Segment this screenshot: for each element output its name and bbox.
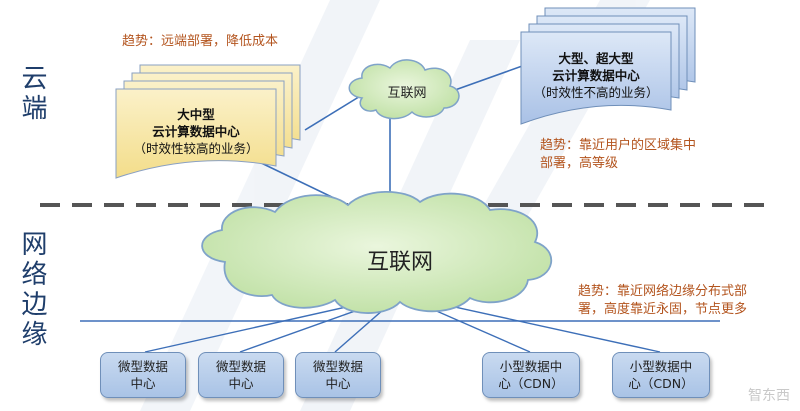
box-2-line1: 微型数据 (215, 359, 266, 374)
datacenter-right-line1: 大型、超大型 (558, 51, 634, 66)
datacenter-left-line2: 云计算数据中心 (152, 124, 240, 139)
datacenter-right-text: 大型、超大型 云计算数据中心 （时效性不高的业务） (521, 50, 671, 101)
trend-right-bottom-line2: 署，高度靠近永固，节点更多 (578, 302, 748, 317)
datacenter-right-line3: （时效性不高的业务） (533, 85, 659, 100)
small-datacenter-cdn-box-2: 小型数据中 心（CDN） (612, 352, 710, 398)
datacenter-left-line1: 大中型 (177, 107, 215, 122)
datacenter-doc-right (520, 7, 696, 125)
internet-small-label: 互联网 (387, 86, 427, 101)
trend-right-top-line1: 趋势：靠近用户的区域集中 (540, 138, 697, 153)
side-label-edge-text: 网络边缘 (17, 230, 47, 350)
box-2-line2: 中心 (228, 376, 254, 391)
micro-datacenter-box-1: 微型数据 中心 (100, 352, 186, 398)
trend-right-bottom-line1: 趋势：靠近网络边缘分布式部 (578, 284, 748, 299)
trend-right-top-line2: 部署，高等级 (540, 156, 619, 171)
box-1-line1: 微型数据 (117, 359, 168, 374)
box-3-line2: 中心 (325, 376, 351, 391)
box-5-line1: 小型数据中 (629, 359, 693, 374)
trend-right-top: 趋势：靠近用户的区域集中 部署，高等级 (540, 137, 696, 173)
trend-top: 趋势：远端部署，降低成本 (122, 34, 279, 49)
internet-cloud-large (201, 190, 553, 314)
box-1-line2: 中心 (130, 376, 156, 391)
internet-large-label: 互联网 (366, 250, 433, 275)
box-4-line2: 心（CDN） (498, 376, 564, 391)
datacenter-right-line2: 云计算数据中心 (552, 68, 640, 83)
side-label-cloud-text: 云端 (17, 64, 47, 124)
internet-cloud-small (348, 59, 460, 120)
side-label-cloud: 云端 (12, 64, 52, 131)
datacenter-left-text: 大中型 云计算数据中心 （时效性较高的业务） (116, 106, 276, 157)
box-4-line1: 小型数据中 (499, 359, 563, 374)
micro-datacenter-box-2: 微型数据 中心 (198, 352, 284, 398)
box-3-line1: 微型数据 (312, 359, 363, 374)
datacenter-doc-left (115, 64, 301, 179)
trend-right-bottom: 趋势：靠近网络边缘分布式部 署，高度靠近永固，节点更多 (578, 283, 747, 319)
small-datacenter-cdn-box-1: 小型数据中 心（CDN） (482, 352, 580, 398)
box-5-line2: 心（CDN） (628, 376, 694, 391)
side-label-edge: 网络边缘 (12, 230, 52, 357)
micro-datacenter-box-3: 微型数据 中心 (295, 352, 381, 398)
watermark-logo: 智东西 (748, 388, 790, 404)
datacenter-left-line3: （时效性较高的业务） (133, 141, 259, 156)
